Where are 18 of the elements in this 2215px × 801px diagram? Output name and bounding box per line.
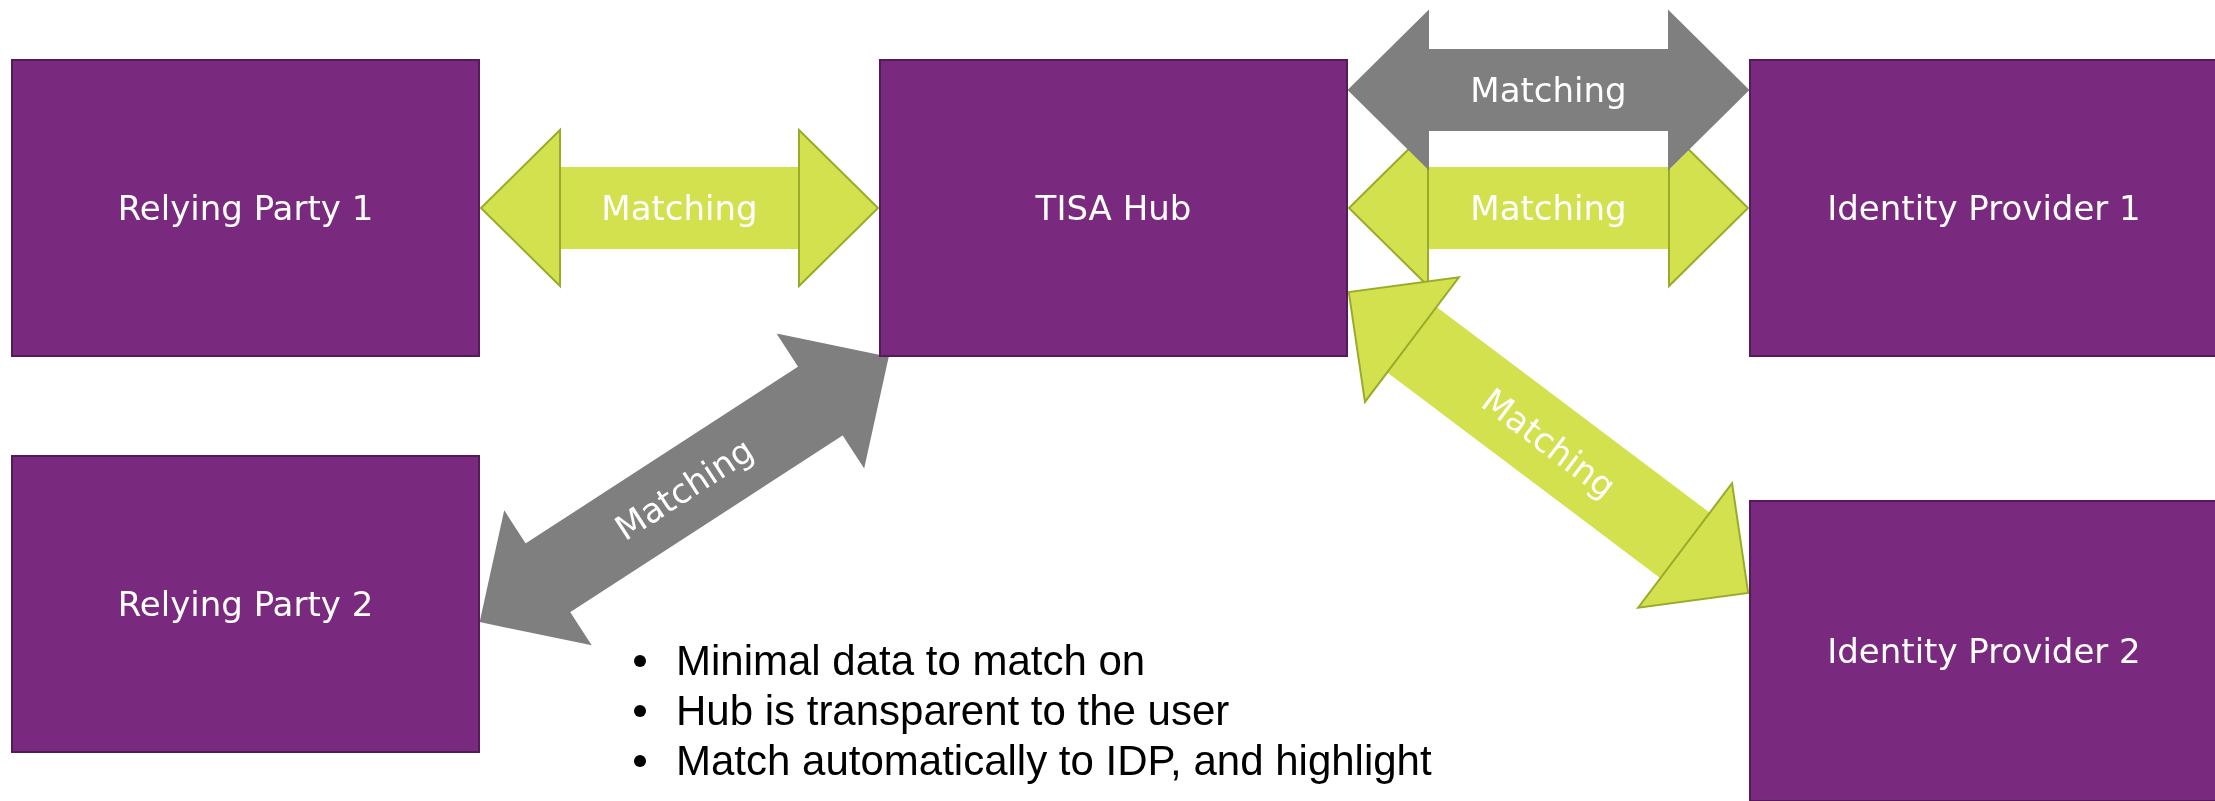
box-label: TISA Hub bbox=[1034, 188, 1193, 228]
bullet-text: Minimal data to match on bbox=[676, 636, 1146, 686]
process-box bbox=[11, 59, 480, 357]
edge-label: Matching bbox=[1470, 70, 1627, 110]
process-box bbox=[11, 455, 480, 753]
edge-label: Matching bbox=[601, 188, 758, 228]
box-label: Relying Party 1 bbox=[116, 188, 375, 228]
double-arrow bbox=[1348, 11, 1749, 169]
process-box bbox=[1749, 59, 2215, 357]
box-label: Relying Party 2 bbox=[116, 584, 375, 624]
edge-label: Matching bbox=[1470, 188, 1627, 228]
double-arrow bbox=[480, 129, 879, 287]
box-label: Identity Provider 2 bbox=[1826, 631, 2142, 671]
process-box bbox=[1749, 500, 2215, 801]
bullet-text: Match automatically to IDP, and highlight bbox=[676, 736, 1432, 786]
box-label: Identity Provider 1 bbox=[1826, 188, 2142, 228]
bullet-text: Hub is transparent to the user bbox=[676, 686, 1230, 736]
process-box bbox=[879, 59, 1348, 357]
